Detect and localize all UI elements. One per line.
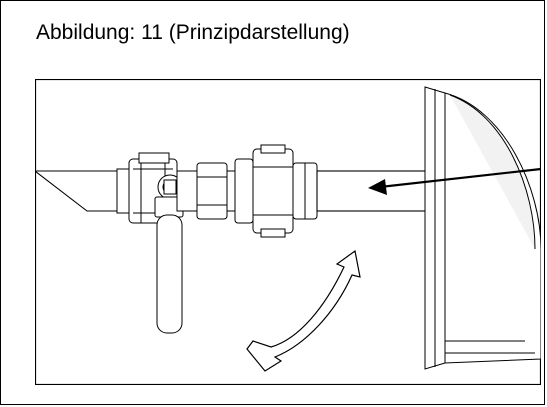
pointer-arrow-icon bbox=[368, 167, 541, 195]
tank-wall bbox=[424, 86, 541, 370]
union-nut-icon bbox=[234, 144, 318, 238]
figure-caption: Abbildung: 11 (Prinzipdarstellung) bbox=[36, 21, 350, 44]
principle-drawing bbox=[35, 79, 541, 385]
pipe-right bbox=[316, 170, 428, 212]
rotation-arrow-icon bbox=[246, 249, 361, 372]
nipple bbox=[176, 162, 236, 220]
ball-valve-icon bbox=[116, 152, 184, 334]
